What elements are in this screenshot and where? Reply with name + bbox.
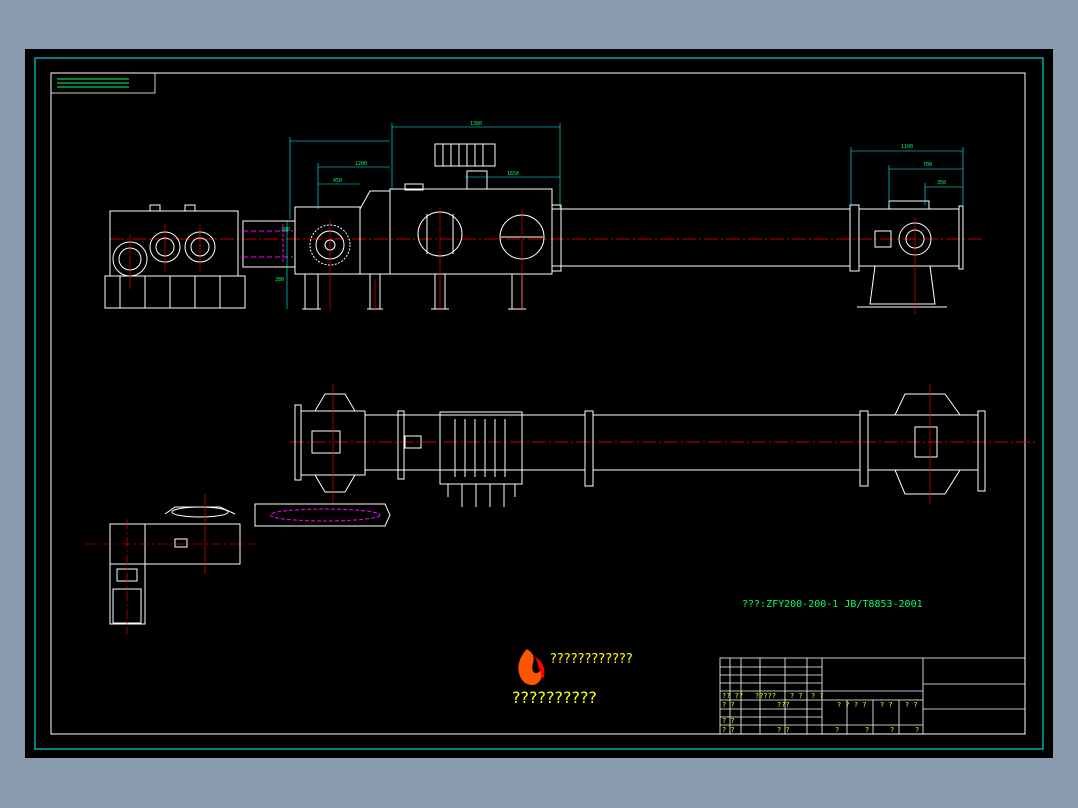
head-sprocket-housing	[294, 190, 391, 310]
corner-label-box	[50, 72, 156, 94]
tb-r4c3: ?	[835, 726, 839, 734]
plan-view	[290, 384, 1035, 507]
drive-detail-view	[109, 503, 391, 625]
cad-drawing: 1380 1200 450 1650 380 280 1100 700 350	[34, 57, 1044, 750]
tb-r4c5: ?	[890, 726, 894, 734]
title-block	[719, 657, 1026, 735]
logo-line2: ??????????	[512, 688, 597, 707]
elevation-view: 1380 1200 450 1650 380 280 1100 700 350	[104, 121, 985, 314]
main-housing	[389, 143, 553, 310]
dim-top-450: 450	[333, 178, 342, 184]
drawing-sheet: 1380 1200 450 1650 380 280 1100 700 350	[25, 49, 1053, 758]
tb-r4c4: ?	[865, 726, 869, 734]
dim-top-1200: 1200	[355, 161, 367, 167]
tb-r4c2: ? ?	[777, 726, 790, 734]
model-note: ???:ZFY200-200-1 JB/T8853-2001	[742, 599, 923, 610]
tb-r2c5: ? ?	[905, 701, 918, 709]
conveyor-trough	[551, 204, 860, 272]
elevation-dimensions	[286, 123, 964, 309]
tb-r1c1: ?? ??	[722, 692, 743, 700]
dim-vertical-left-b: 280	[275, 277, 284, 283]
dim-top-1650: 1650	[507, 171, 519, 177]
tb-r1c2: ?????	[755, 692, 776, 700]
company-logo	[518, 649, 545, 686]
gearbox	[104, 204, 246, 309]
tb-r2c3: ? ? ? ?	[837, 701, 867, 709]
inner-frame	[50, 72, 1026, 735]
outer-frame	[34, 57, 1044, 750]
title-block-text: ?? ?? ????? ? ? ? ? ? ? ??? ? ? ? ? ? ? …	[722, 692, 919, 734]
dim-top-overall: 1380	[470, 121, 482, 127]
tb-r1c4: ? ?	[811, 692, 824, 700]
chain-hidden	[269, 508, 381, 522]
tb-r2c1: ? ?	[722, 701, 735, 709]
logo-line1: ????????????	[550, 652, 633, 667]
tb-r1c3: ? ?	[790, 692, 803, 700]
tb-r2c4: ? ?	[880, 701, 893, 709]
tail-section	[857, 200, 964, 308]
dim-right-1100: 1100	[901, 144, 913, 150]
dim-right-700: 700	[923, 162, 932, 168]
dim-right-350: 350	[937, 180, 946, 186]
tb-r2c2: ???	[777, 701, 790, 709]
dim-vertical-left: 380	[281, 227, 290, 233]
tb-r3c1: ? ?	[722, 717, 735, 725]
tb-r4c6: ?	[915, 726, 919, 734]
tb-r4c1: ? ?	[722, 726, 735, 734]
